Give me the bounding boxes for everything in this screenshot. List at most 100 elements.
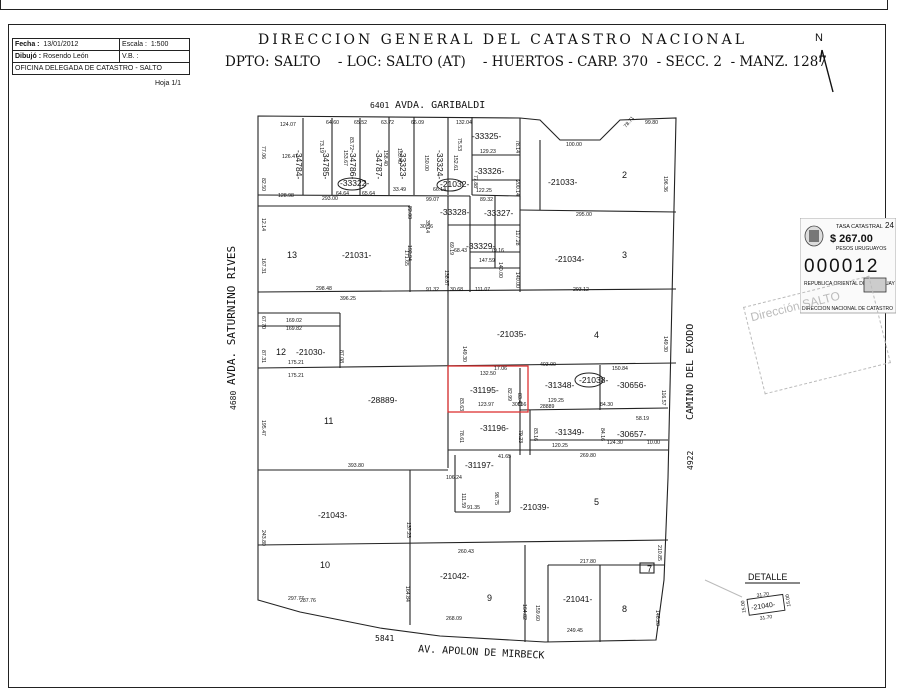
stamp-line1: TASA CATASTRAL <box>836 224 883 230</box>
dimension-label: 10.00 <box>647 440 660 446</box>
dimension-label: 79.23 <box>517 430 523 443</box>
detalle-dim: 15.00 <box>785 594 793 607</box>
sheet-frame <box>8 24 886 688</box>
dimension-label: 393.80 <box>348 463 364 469</box>
dimension-label: 149.30 <box>461 346 467 362</box>
stamp-agency: DIRECCION NACIONAL DE CATASTRO <box>802 306 893 312</box>
parcel-number: -21034- <box>555 254 584 264</box>
parcel-number: -30656- <box>617 380 646 390</box>
parcel-number: -21042- <box>440 571 469 581</box>
block-lines <box>257 115 677 643</box>
dimension-label: 140.00 <box>514 272 520 288</box>
lot-number: 3 <box>622 250 627 260</box>
parcel-number: -21041- <box>563 594 592 604</box>
dimension-label: 106.24 <box>446 475 462 481</box>
dimension-label: 89.32 <box>480 197 493 203</box>
dimension-label: 120.25 <box>552 443 568 449</box>
street-right-number: 4922 <box>686 451 695 470</box>
dimension-label: 66.09 <box>411 120 424 126</box>
dimension-label: 155.40 <box>396 148 402 164</box>
dimension-label: 64.60 <box>326 120 339 126</box>
dimension-label: 78.61 <box>458 430 464 443</box>
parcel-number: -21031- <box>342 250 371 260</box>
stamp-country: REPUBLICA ORIENTAL DEL URUGUAY <box>804 281 896 287</box>
dimension-label: 293.00 <box>322 196 338 202</box>
stamp-logo-icon <box>863 277 887 293</box>
dimension-label: 87.08 <box>338 350 344 363</box>
dimension-label: 82.99 <box>506 388 512 401</box>
dimension-label: 293.12 <box>573 287 589 293</box>
lot-number: 9 <box>487 593 492 603</box>
dimension-label: 35.14 <box>424 220 430 233</box>
parcel-number: -31197- <box>465 460 494 470</box>
dimension-label: 164.84 <box>404 586 410 602</box>
dimension-label: 260.43 <box>458 549 474 555</box>
dimension-label: 83.72 <box>348 137 354 150</box>
lot-number: 10 <box>320 560 330 570</box>
parcel-number: -34784- <box>294 150 304 179</box>
dimension-label: 150.00 <box>423 155 429 171</box>
stamp-amount: $ 267.00 <box>830 233 873 245</box>
dimension-label: 66.14 <box>433 187 446 193</box>
map-subtitle: DPTO: SALTO - LOC: SALTO (AT) - HUERTOS … <box>225 54 827 70</box>
dimension-label: 132.04 <box>456 120 472 126</box>
dimension-label: 79.16 <box>491 248 504 254</box>
parcel-number: -21043- <box>318 510 347 520</box>
dimension-label: 41.65 <box>498 454 511 460</box>
dimension-label: 30.68 <box>450 287 463 293</box>
parcel-number: -33329- <box>466 241 495 251</box>
dimension-label: 153.67 <box>342 150 348 166</box>
parcel-number: -21030- <box>296 347 325 357</box>
detalle-dim: 15.00 <box>740 600 748 613</box>
dimension-label: 30656 <box>512 402 527 408</box>
dimension-label: 69.19 <box>448 242 454 255</box>
parcel-number: -33323- <box>398 150 408 179</box>
dimension-label: 149.30 <box>662 336 668 352</box>
street-left: AVDA. SATURNINO RIVES <box>225 246 238 385</box>
detalle-label: DETALLE <box>748 572 787 582</box>
oficina-cell: OFICINA DELEGADA DE CATASTRO - SALTO <box>12 62 190 75</box>
dimension-label: 138.87 <box>443 270 449 286</box>
dimension-label: 169.82 <box>286 326 302 332</box>
street-top: AVDA. GARIBALDI <box>395 100 485 111</box>
dimension-label: 99.07 <box>426 197 439 203</box>
stamp-currency: PESOS URUGUAYOS <box>836 246 887 252</box>
parcel-number: -21038- <box>579 375 608 385</box>
dimension-label: 77.06 <box>260 146 266 159</box>
dimension-label: 117.28 <box>514 230 520 246</box>
detalle-inset: DETALLE -21040- 31.70 31.70 15.00 15.00 <box>704 572 800 622</box>
lot-number: 5 <box>594 497 599 507</box>
dimension-label: 73.19 <box>318 140 324 153</box>
parcel-number: -21035- <box>497 329 526 339</box>
dimension-label: 83.63 <box>458 398 464 411</box>
parcel-number: -21039- <box>520 502 549 512</box>
parcel-number: -21033- <box>548 177 577 187</box>
dimension-label: 195.47 <box>260 420 266 436</box>
lot-number: 13 <box>287 250 297 260</box>
dimension-label: 152.61 <box>452 155 458 171</box>
parcel-number: -31349- <box>555 427 584 437</box>
dimension-label: 140.00 <box>497 262 503 278</box>
dimension-label: 200.14 <box>514 180 520 196</box>
dimension-label: 78.14 <box>514 140 520 153</box>
top-rule <box>0 0 888 10</box>
dimension-label: 63.72 <box>381 120 394 126</box>
dimension-label: 100.00 <box>566 142 582 148</box>
dimension-label: 126.47 <box>282 154 298 160</box>
parcel-number: -34785- <box>321 150 331 179</box>
dimension-label: 65.52 <box>354 120 367 126</box>
parcel-number: -33322- <box>340 178 369 188</box>
dimension-label: 298.48 <box>316 286 332 292</box>
dibujo-cell: Dibujó : Rosendo León <box>11 50 121 63</box>
dimension-label: 169.02 <box>286 318 302 324</box>
parcel-number: -31348- <box>545 380 574 390</box>
parcel-number: -21032- <box>440 179 469 189</box>
dimension-label: 99.80 <box>645 120 658 126</box>
dimension-label: 116.57 <box>660 390 666 406</box>
title-block: Fecha : 13/01/2012 Escala : 1:500 Dibujó… <box>11 38 190 88</box>
dimension-label: 132.50 <box>480 371 496 377</box>
dimension-label: 123.97 <box>478 402 494 408</box>
dimension-label: 192.94 <box>406 245 412 261</box>
stamp-number: 24 <box>885 221 894 230</box>
parcel-number: -34787- <box>374 150 384 179</box>
